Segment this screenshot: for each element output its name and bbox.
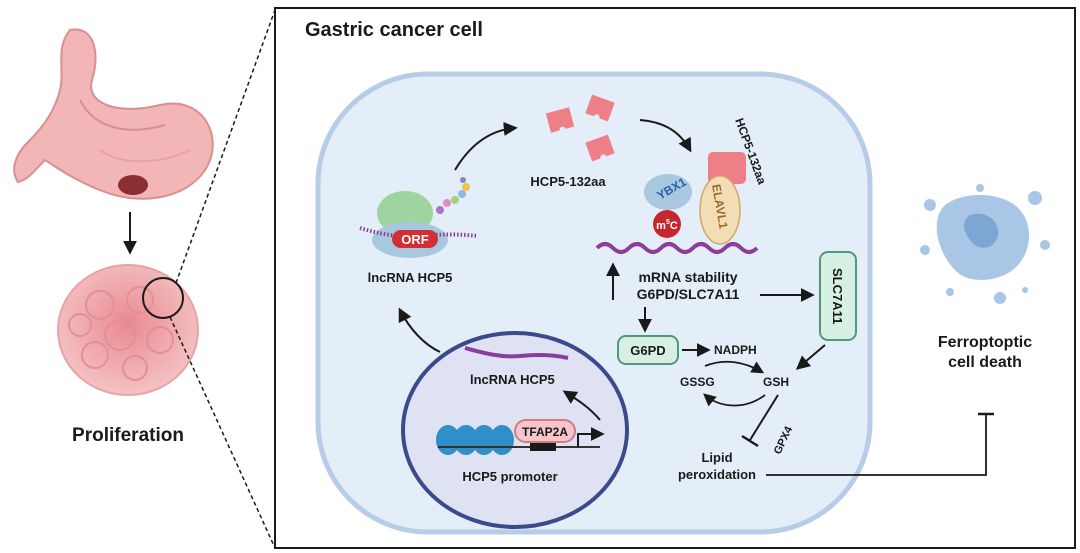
gpx4-inhibition-bar [741, 434, 759, 448]
to-ferroptosis-connector [766, 414, 987, 476]
mrna-stability-label: mRNA stability [638, 269, 737, 285]
export-arrow [398, 307, 441, 353]
zoom-circle [142, 277, 184, 319]
m5c-sup: 5 [666, 219, 670, 226]
lncrna-top-label: lncRNA HCP5 [368, 270, 453, 285]
peptide-label: HCP5-132aa [530, 174, 606, 189]
nadph-label: NADPH [714, 343, 757, 357]
tumor-cell-cluster [57, 264, 199, 396]
m5c-label: m5C [656, 219, 678, 232]
nascent-peptide-beads [436, 177, 470, 214]
zoom-line-bottom [169, 316, 276, 549]
transcription-start-arrow [577, 427, 605, 447]
mrna-strand [595, 242, 759, 254]
ferroptotic-cell [920, 184, 1050, 304]
ferroptosis-label-2: cell death [948, 354, 1022, 371]
zoom-line-top [175, 9, 276, 284]
translation-arrow [454, 121, 518, 171]
lipid-label-1: Lipid [701, 450, 732, 465]
stomach-illustration [13, 28, 214, 200]
mrna-targets-label: G6PD/SLC7A11 [637, 286, 740, 302]
nucleus-lncrna-strand [464, 346, 569, 360]
ferroptosis-label-1: Ferroptoptic [938, 334, 1032, 351]
gpx4-inhibition-line [749, 394, 779, 441]
m5c-m: m [656, 220, 666, 232]
gssg-to-gsh-arrow [704, 360, 765, 374]
proliferation-label: Proliferation [72, 425, 184, 446]
promoter-element [530, 443, 556, 451]
slc7a11-to-gsh-arrow [795, 344, 826, 370]
dna-nucleosomes [436, 425, 600, 455]
gsh-to-gssg-arrow [703, 393, 766, 407]
elavl1-protein [699, 175, 741, 245]
binding-arrow [639, 119, 692, 153]
orf-box [392, 230, 438, 248]
slc7a11-label: SLC7A11 [830, 268, 845, 324]
g6pd-label: G6PD [630, 343, 665, 358]
gsh-label: GSH [763, 375, 789, 389]
panel-title: Gastric cancer cell [305, 19, 483, 41]
gastric-tumor [118, 175, 148, 195]
tfap2a-box [514, 419, 576, 443]
peptide-cluster [545, 94, 615, 162]
lncrna-nucleus-label: lncRNA HCP5 [470, 372, 555, 387]
lipid-label-2: peroxidation [678, 467, 756, 482]
m5c-c: C [670, 220, 678, 232]
orf-label: ORF [401, 232, 429, 247]
m5c-mark [653, 210, 681, 238]
g6pd-box [617, 335, 679, 365]
ybx1-protein [644, 174, 692, 210]
tfap2a-label: TFAP2A [522, 425, 568, 439]
slc7a11-box [819, 251, 857, 341]
transcription-arrow [562, 390, 601, 421]
promoter-label: HCP5 promoter [462, 469, 557, 484]
gssg-label: GSSG [680, 375, 715, 389]
